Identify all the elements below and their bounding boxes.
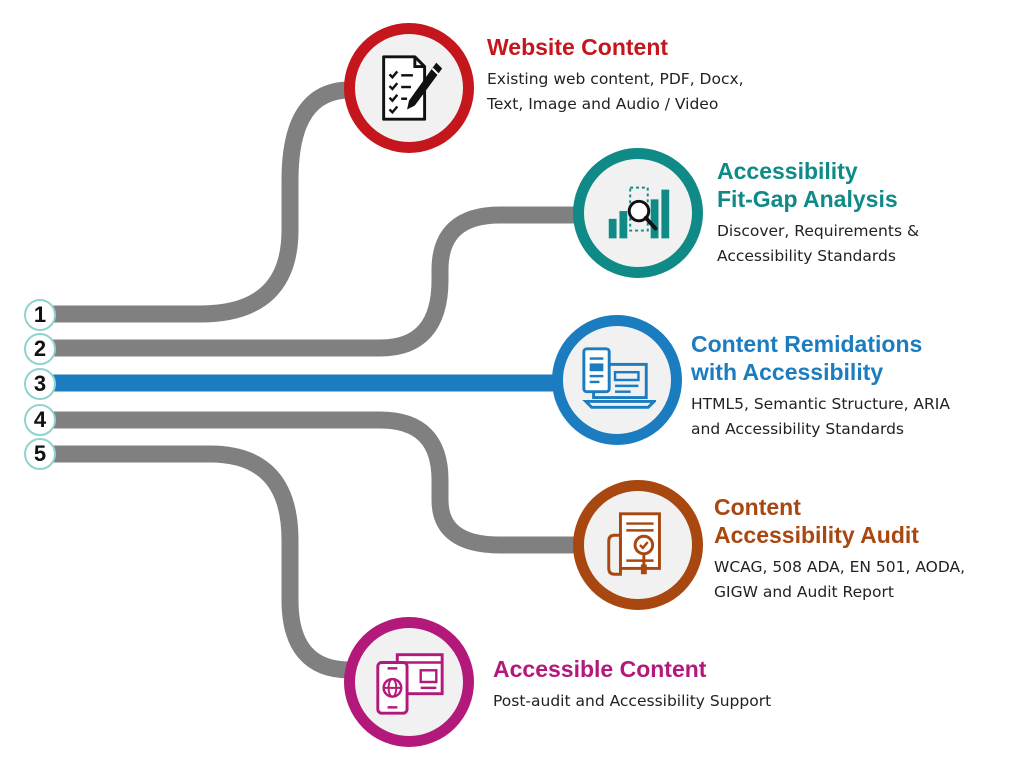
step-2-text: Accessibility Fit-Gap Analysis Discover,… [717,157,919,269]
step-2-description: Discover, Requirements & Accessibility S… [717,222,920,265]
step-3-title: Content Remidations with Accessibility [691,331,923,385]
step-1-title: Website Content [487,34,669,60]
document-pen-icon [382,55,443,121]
connector-line-5 [31,445,359,679]
step-number-3: 3 [24,368,56,400]
step-5-text: Accessible Content Post-audit and Access… [493,655,771,714]
step-number-1: 1 [24,299,56,331]
step-5-description: Post-audit and Accessibility Support [493,692,772,710]
step-1-description: Existing web content, PDF, Docx, Text, I… [487,70,744,113]
step-4-title: Content Accessibility Audit [714,494,919,548]
connector-line-2 [40,206,578,357]
step-2-title: Accessibility Fit-Gap Analysis [717,158,898,212]
audit-report-icon [607,512,661,576]
connector-line-4 [40,411,578,554]
step-number-2: 2 [24,333,56,365]
connector-line-1 [31,81,359,323]
step-1-text: Website Content Existing web content, PD… [487,33,744,117]
step-number-5: 5 [24,438,56,470]
mobile-web-globe-icon [376,653,444,715]
step-5-title: Accessible Content [493,656,707,682]
step-4-circle [573,480,703,610]
step-3-text: Content Remidations with Accessibility H… [691,330,950,442]
step-1-circle [344,23,474,153]
step-4-description: WCAG, 508 ADA, EN 501, AODA, GIGW and Au… [714,558,966,601]
step-5-circle [344,617,474,747]
step-3-description: HTML5, Semantic Structure, ARIA and Acce… [691,395,950,438]
step-4-text: Content Accessibility Audit WCAG, 508 AD… [714,493,965,605]
step-number-4: 4 [24,404,56,436]
step-3-circle [552,315,682,445]
laptop-layout-icon [582,347,656,409]
step-2-circle [573,148,703,278]
bar-chart-magnifier-icon [608,186,670,239]
